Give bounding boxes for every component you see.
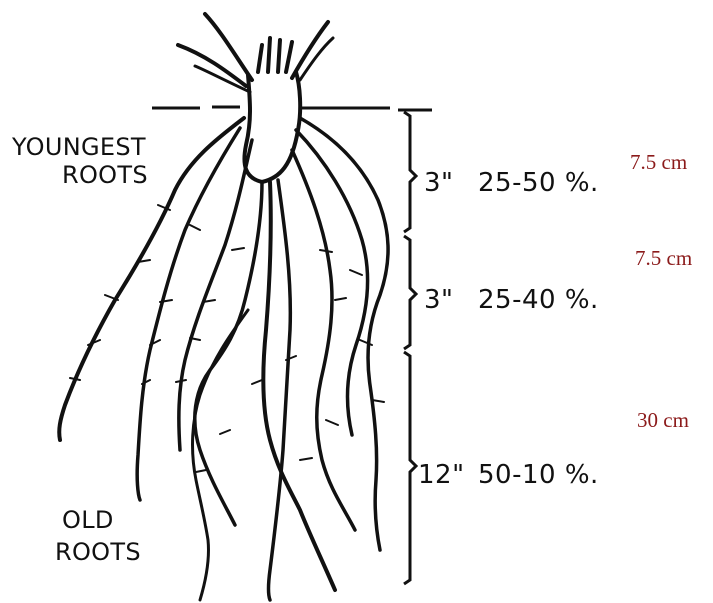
brace-layer-1 bbox=[404, 112, 416, 232]
layer-1-metric: 7.5 cm bbox=[630, 152, 687, 173]
layer-3-metric: 30 cm bbox=[637, 410, 689, 431]
depth-braces bbox=[404, 112, 416, 584]
layer-1-depth: 3" bbox=[424, 170, 454, 196]
layer-2-metric: 7.5 cm bbox=[635, 248, 692, 269]
youngest-roots-label-line1: YOUNGEST bbox=[12, 135, 146, 159]
layer-2-depth: 3" bbox=[424, 287, 454, 313]
brace-layer-2 bbox=[404, 236, 416, 349]
old-roots-label-line2: ROOTS bbox=[55, 540, 141, 564]
layer-2-percent: 25-40 %. bbox=[478, 287, 599, 313]
layer-3-percent: 50-10 %. bbox=[478, 462, 599, 488]
youngest-roots-label-line2: ROOTS bbox=[62, 163, 148, 187]
brace-layer-3 bbox=[404, 352, 416, 584]
layer-3-depth: 12" bbox=[418, 462, 465, 488]
old-roots-label-line1: OLD bbox=[62, 508, 114, 532]
layer-1-percent: 25-50 %. bbox=[478, 170, 599, 196]
